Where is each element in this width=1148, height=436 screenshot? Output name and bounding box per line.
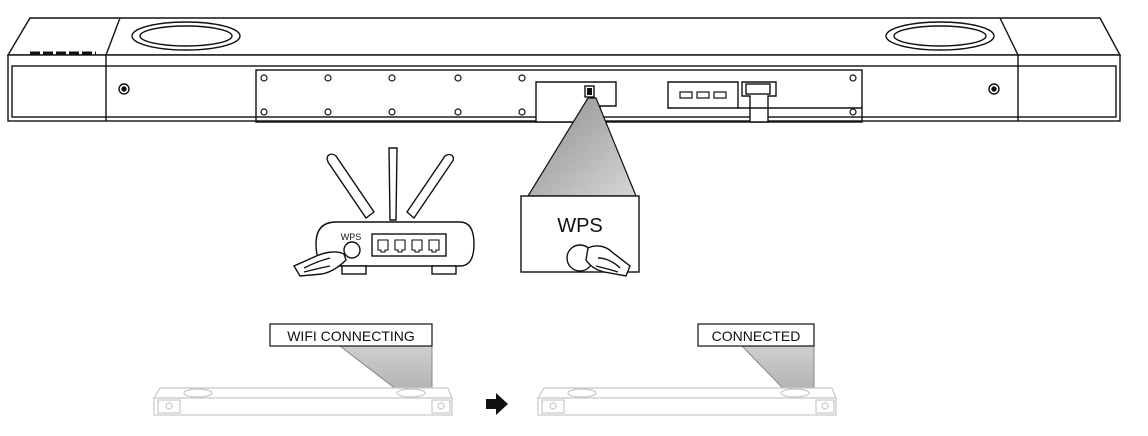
mini-soundbar-connecting (152, 387, 453, 416)
side-screw-left (118, 83, 130, 95)
arrow-right-icon (486, 393, 508, 415)
router-wps-label: WPS (341, 232, 362, 242)
connecting-label: WIFI CONNECTING (287, 328, 415, 344)
router-lan-ports (371, 233, 447, 257)
rear-wps-button (584, 85, 595, 98)
panel-screws (260, 74, 857, 116)
router-wps-button (343, 241, 361, 259)
left-upfiring-driver (131, 21, 241, 51)
mini-soundbar-connected (536, 387, 837, 416)
router-antennas (326, 147, 455, 221)
side-screw-right (988, 83, 1000, 95)
power-connector-bay (741, 81, 777, 123)
right-upfiring-driver (885, 21, 995, 51)
soundbar-rear-view (6, 17, 1122, 123)
hdmi-ports (679, 91, 727, 99)
connected-label-box (697, 323, 815, 347)
hand-pointer-icon (292, 251, 347, 277)
status-step-connecting: WIFI CONNECTING (152, 323, 453, 416)
status-step-connected: CONNECTED (536, 323, 837, 416)
connected-label: CONNECTED (712, 328, 801, 344)
wifi-router: WPS (292, 147, 475, 277)
connecting-label-box (269, 323, 433, 347)
hand-pointer-icon (585, 245, 631, 277)
zoom-wps-label: WPS (557, 215, 603, 237)
zoom-callout: WPS (520, 97, 640, 277)
